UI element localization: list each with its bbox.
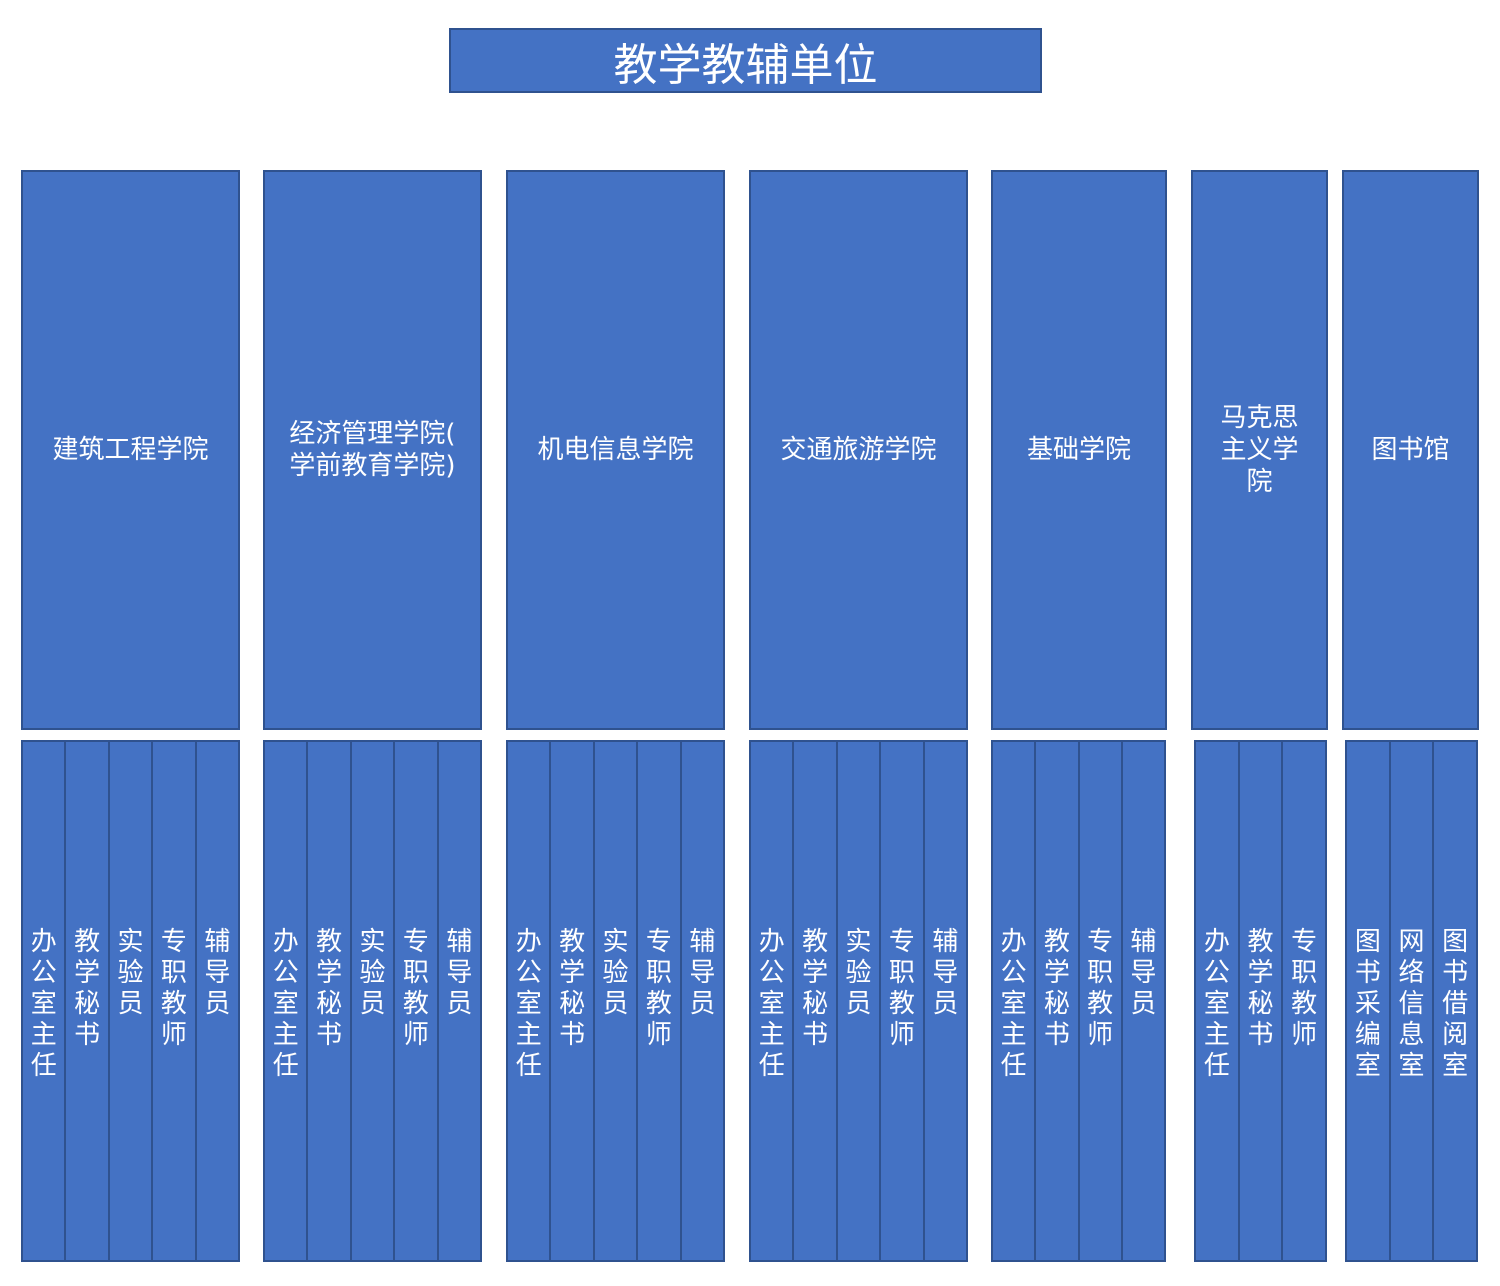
role-cell: 辅 导 员 xyxy=(922,740,969,1262)
role-cell: 教 学 秘 书 xyxy=(549,740,595,1262)
role-cell: 辅 导 员 xyxy=(679,740,726,1262)
role-cell: 办 公 室 主 任 xyxy=(1194,740,1240,1262)
role-cell: 辅 导 员 xyxy=(436,740,483,1262)
role-label: 专 职 教 师 xyxy=(1291,927,1318,1050)
dept-box-library: 图书馆 xyxy=(1342,170,1479,730)
role-cell: 教 学 秘 书 xyxy=(64,740,110,1262)
role-label: 教 学 秘 书 xyxy=(802,927,829,1050)
dept-box-economics: 经济管理学院( 学前教育学院) xyxy=(263,170,482,730)
role-group-architecture: 办 公 室 主 任 教 学 秘 书 实 验 员 专 职 教 师 辅 导 员 xyxy=(21,740,241,1262)
role-label: 教 学 秘 书 xyxy=(559,927,586,1050)
role-cell: 专 职 教 师 xyxy=(393,740,439,1262)
dept-label: 建筑工程学院 xyxy=(52,435,209,465)
role-label: 辅 导 员 xyxy=(446,927,473,1019)
role-cell: 网 络 信 息 室 xyxy=(1388,740,1435,1262)
dept-box-architecture: 建筑工程学院 xyxy=(21,170,240,730)
dept-box-marxism: 马克思 主义学 院 xyxy=(1191,170,1328,730)
role-label: 辅 导 员 xyxy=(689,927,716,1019)
role-cell: 教 学 秘 书 xyxy=(792,740,838,1262)
role-label: 辅 导 员 xyxy=(1130,927,1157,1019)
role-label: 实 验 员 xyxy=(602,927,629,1019)
role-cell: 办 公 室 主 任 xyxy=(749,740,795,1262)
role-group-transport-tourism: 办 公 室 主 任 教 学 秘 书 实 验 员 专 职 教 师 辅 导 员 xyxy=(749,740,969,1262)
dept-label: 图书馆 xyxy=(1371,435,1450,465)
role-label: 专 职 教 师 xyxy=(402,927,429,1050)
role-group-mechatronics: 办 公 室 主 任 教 学 秘 书 实 验 员 专 职 教 师 辅 导 员 xyxy=(506,740,726,1262)
role-label: 办 公 室 主 任 xyxy=(1000,927,1027,1081)
role-label: 专 职 教 师 xyxy=(645,927,672,1050)
role-label: 办 公 室 主 任 xyxy=(30,927,57,1081)
dept-box-mechatronics: 机电信息学院 xyxy=(506,170,725,730)
role-label: 图 书 借 阅 室 xyxy=(1442,927,1469,1081)
role-label: 办 公 室 主 任 xyxy=(1203,927,1230,1081)
role-label: 教 学 秘 书 xyxy=(316,927,343,1050)
role-label: 网 络 信 息 室 xyxy=(1398,927,1425,1081)
role-label: 教 学 秘 书 xyxy=(1043,927,1070,1050)
role-cell: 办 公 室 主 任 xyxy=(263,740,309,1262)
role-label: 专 职 教 师 xyxy=(1087,927,1114,1050)
role-cell: 图 书 借 阅 室 xyxy=(1432,740,1479,1262)
role-group-economics: 办 公 室 主 任 教 学 秘 书 实 验 员 专 职 教 师 辅 导 员 xyxy=(263,740,483,1262)
dept-label: 马克思 主义学 院 xyxy=(1220,403,1299,497)
role-cell: 辅 导 员 xyxy=(1120,740,1166,1262)
role-label: 教 学 秘 书 xyxy=(1247,927,1274,1050)
chart-title: 教学教辅单位 xyxy=(449,28,1042,93)
role-cell: 专 职 教 师 xyxy=(151,740,197,1262)
chart-title-text: 教学教辅单位 xyxy=(613,39,878,91)
role-group-marxism: 办 公 室 主 任 教 学 秘 书 专 职 教 师 xyxy=(1194,740,1328,1262)
role-label: 专 职 教 师 xyxy=(888,927,915,1050)
role-label: 实 验 员 xyxy=(845,927,872,1019)
role-cell: 专 职 教 师 xyxy=(1281,740,1328,1262)
role-cell: 实 验 员 xyxy=(835,740,882,1262)
dept-label: 机电信息学院 xyxy=(537,435,694,465)
role-label: 办 公 室 主 任 xyxy=(272,927,299,1081)
role-cell: 教 学 秘 书 xyxy=(306,740,352,1262)
dept-label: 基础学院 xyxy=(1026,435,1131,465)
role-cell: 实 验 员 xyxy=(349,740,396,1262)
role-cell: 图 书 采 编 室 xyxy=(1345,740,1391,1262)
role-label: 实 验 员 xyxy=(359,927,386,1019)
role-label: 专 职 教 师 xyxy=(160,927,187,1050)
dept-label: 交通旅游学院 xyxy=(780,435,937,465)
dept-label: 经济管理学院( 学前教育学院) xyxy=(289,419,456,481)
role-cell: 办 公 室 主 任 xyxy=(506,740,552,1262)
role-cell: 办 公 室 主 任 xyxy=(991,740,1037,1262)
role-group-foundation: 办 公 室 主 任 教 学 秘 书 专 职 教 师 辅 导 员 xyxy=(991,740,1166,1262)
role-label: 办 公 室 主 任 xyxy=(758,927,785,1081)
role-cell: 教 学 秘 书 xyxy=(1034,740,1080,1262)
role-cell: 教 学 秘 书 xyxy=(1237,740,1284,1262)
role-cell: 专 职 教 师 xyxy=(636,740,682,1262)
dept-box-transport-tourism: 交通旅游学院 xyxy=(749,170,968,730)
dept-box-foundation: 基础学院 xyxy=(991,170,1167,730)
role-cell: 专 职 教 师 xyxy=(879,740,925,1262)
role-label: 教 学 秘 书 xyxy=(74,927,101,1050)
role-cell: 专 职 教 师 xyxy=(1077,740,1123,1262)
role-label: 图 书 采 编 室 xyxy=(1354,927,1381,1081)
role-label: 办 公 室 主 任 xyxy=(515,927,542,1081)
role-cell: 实 验 员 xyxy=(592,740,639,1262)
role-label: 辅 导 员 xyxy=(932,927,959,1019)
role-cell: 辅 导 员 xyxy=(194,740,241,1262)
role-label: 实 验 员 xyxy=(117,927,144,1019)
role-group-library: 图 书 采 编 室 网 络 信 息 室 图 书 借 阅 室 xyxy=(1345,740,1479,1262)
role-cell: 办 公 室 主 任 xyxy=(21,740,67,1262)
role-cell: 实 验 员 xyxy=(107,740,154,1262)
role-label: 辅 导 员 xyxy=(204,927,231,1019)
